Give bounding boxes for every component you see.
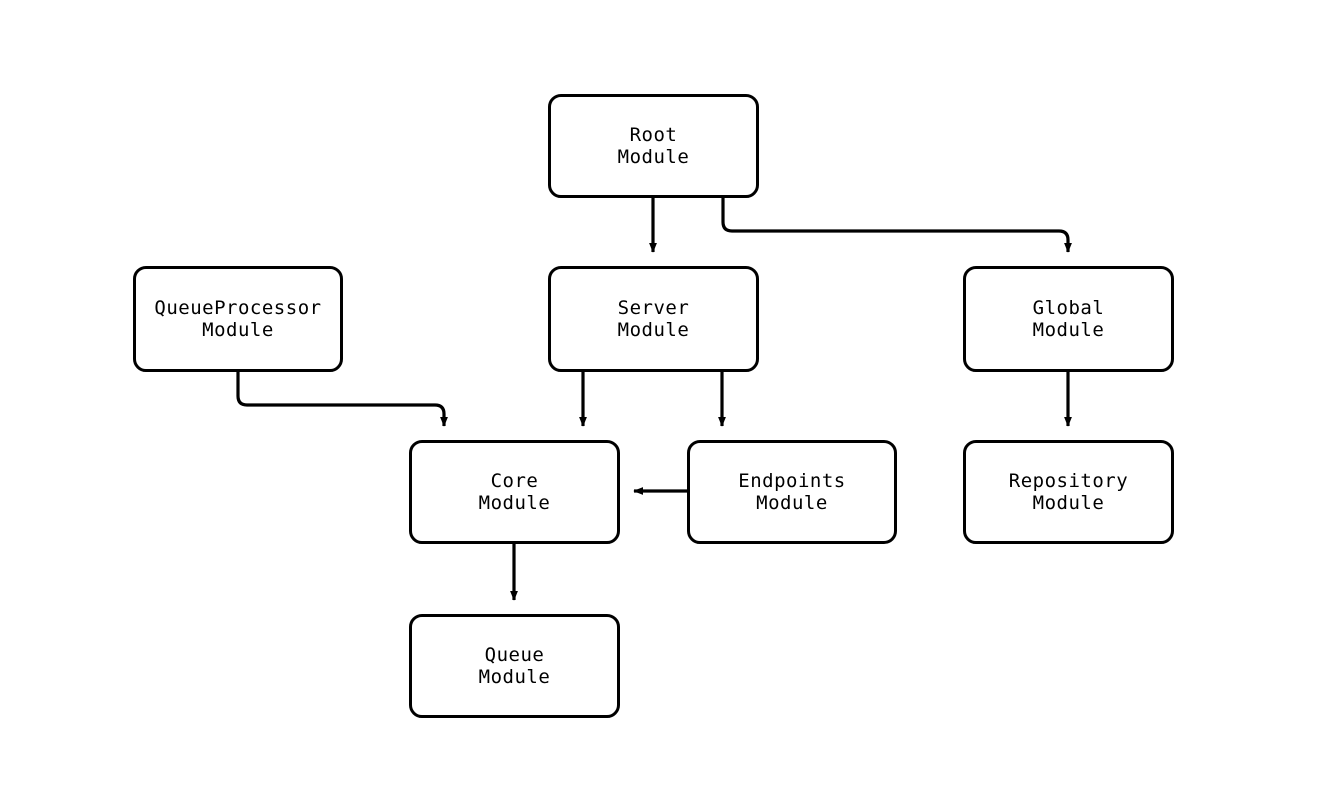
edge-queueprocessor-to-core bbox=[236, 372, 448, 427]
node-queue-subtitle: Module bbox=[478, 666, 551, 688]
node-root[interactable]: Root Module bbox=[548, 94, 759, 198]
node-core[interactable]: Core Module bbox=[409, 440, 620, 544]
node-root-title: Root bbox=[629, 124, 678, 146]
node-repository-title: Repository bbox=[1008, 470, 1129, 492]
node-root-subtitle: Module bbox=[617, 146, 690, 168]
node-core-subtitle: Module bbox=[478, 492, 551, 514]
node-endpoints[interactable]: Endpoints Module bbox=[687, 440, 897, 544]
node-repository-subtitle: Module bbox=[1032, 492, 1105, 514]
node-repository[interactable]: Repository Module bbox=[963, 440, 1174, 544]
node-queueprocessor-subtitle: Module bbox=[202, 319, 274, 341]
node-queueprocessor-title: QueueProcessor bbox=[154, 297, 322, 319]
node-global[interactable]: Global Module bbox=[963, 266, 1174, 372]
node-queue[interactable]: Queue Module bbox=[409, 614, 620, 718]
node-server[interactable]: Server Module bbox=[548, 266, 759, 372]
node-queueprocessor[interactable]: QueueProcessor Module bbox=[133, 266, 343, 372]
node-endpoints-subtitle: Module bbox=[756, 492, 828, 514]
edge-root-to-global bbox=[721, 198, 1072, 253]
node-server-title: Server bbox=[617, 297, 690, 319]
node-core-title: Core bbox=[490, 470, 539, 492]
node-global-title: Global bbox=[1032, 297, 1105, 319]
node-server-subtitle: Module bbox=[617, 319, 690, 341]
node-endpoints-title: Endpoints bbox=[738, 470, 846, 492]
node-global-subtitle: Module bbox=[1032, 319, 1105, 341]
node-queue-title: Queue bbox=[484, 644, 545, 666]
